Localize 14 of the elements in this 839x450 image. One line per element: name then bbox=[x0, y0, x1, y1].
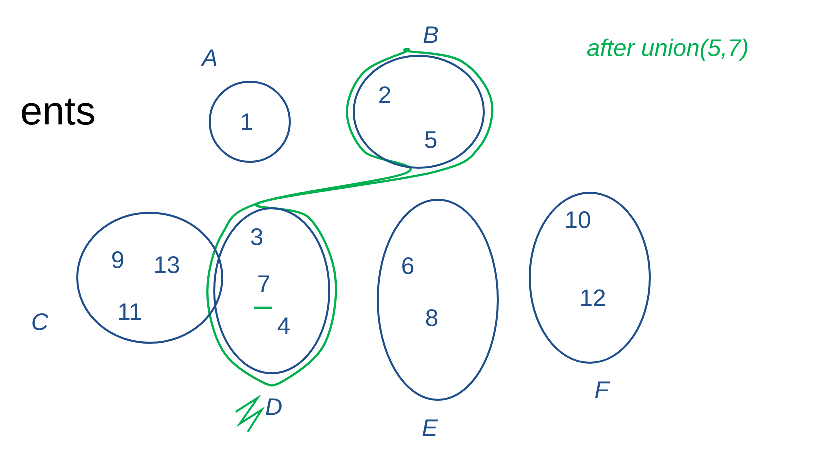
heading-text: after union(5,7) bbox=[587, 38, 748, 62]
set-blob: 10 12 bbox=[529, 192, 651, 364]
set-blob: 9 13 11 bbox=[76, 212, 224, 344]
set-letter: F bbox=[595, 382, 610, 398]
set-letter: C bbox=[32, 314, 49, 330]
set-letter: A bbox=[200, 50, 217, 66]
set-blob: 6 8 bbox=[377, 199, 499, 401]
heading-text: ents bbox=[22, 98, 94, 126]
set-letter: B bbox=[424, 26, 438, 44]
set-blob: 3 7 4 bbox=[214, 208, 330, 374]
set-blob: 2 5 bbox=[353, 55, 485, 169]
set-letter: E bbox=[422, 420, 438, 436]
set-blob: 1 bbox=[209, 81, 291, 163]
set-letter: D bbox=[266, 398, 282, 416]
